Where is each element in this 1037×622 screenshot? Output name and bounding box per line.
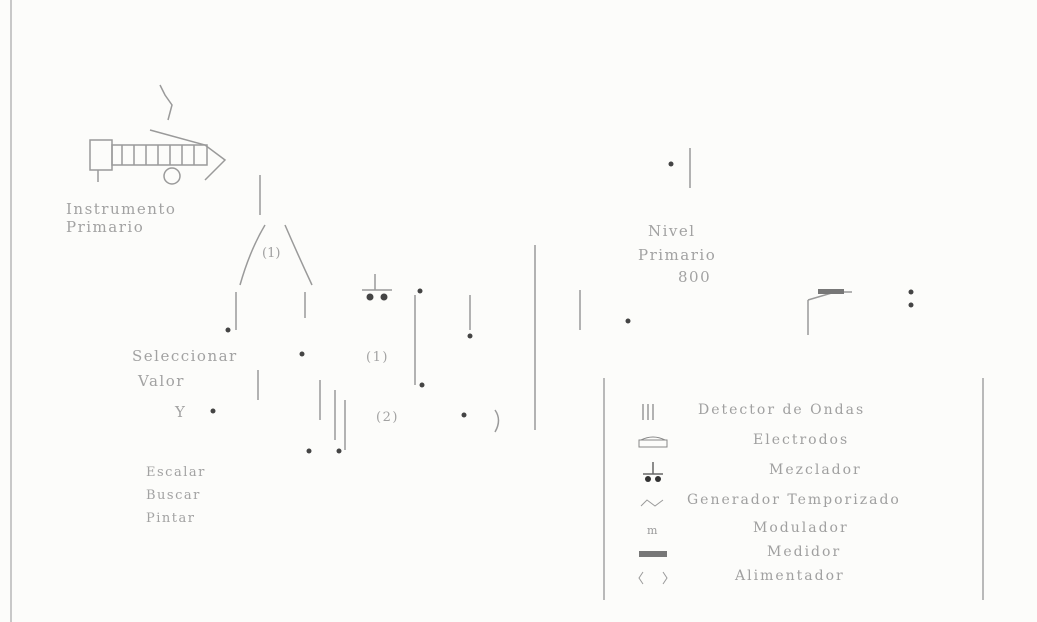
legend-item: Electrodos <box>605 430 982 454</box>
legend-label: Modulador <box>753 520 849 536</box>
legend-item: Detector de Ondas <box>605 400 982 424</box>
marker-left: (1) <box>366 350 389 365</box>
section-b-label-3: Pintar <box>146 511 195 526</box>
ground-icon <box>633 460 673 484</box>
legend: Detector de Ondas Electrodos Mezclador G… <box>603 378 984 600</box>
legend-label: Generador Temporizado <box>687 492 901 508</box>
legend-label: Alimentador <box>735 568 845 584</box>
signal-icon <box>633 490 673 514</box>
right-sub: 800 <box>678 268 711 286</box>
ground-symbol <box>362 274 392 290</box>
section-b-label-2: Buscar <box>146 488 201 503</box>
svg-text:m: m <box>647 524 658 537</box>
m-icon: m <box>633 518 673 542</box>
legend-label: Mezclador <box>769 462 862 478</box>
legend-label: Detector de Ondas <box>698 402 865 418</box>
section-b-label-1: Escalar <box>146 465 206 480</box>
legend-item: Alimentador <box>605 566 982 590</box>
instrument-icon <box>90 85 225 184</box>
svg-text:(1): (1) <box>262 246 280 261</box>
marker-right: (2) <box>376 410 399 425</box>
right-title-2: Primario <box>638 246 716 264</box>
legend-item: Generador Temporizado <box>605 490 982 514</box>
legend-label: Electrodos <box>753 432 849 448</box>
legend-item: Medidor <box>605 542 982 566</box>
section-a-label-2: Valor <box>138 372 185 390</box>
legend-label: Medidor <box>767 544 841 560</box>
band-icon <box>633 542 673 566</box>
y-label: Y <box>175 403 186 421</box>
right-title-1: Nivel <box>648 222 696 240</box>
section-a-label-1: Seleccionar <box>132 347 238 365</box>
bracket-icon <box>633 566 673 590</box>
cylinder-icon <box>633 430 673 454</box>
legend-item: Mezclador <box>605 460 982 484</box>
legend-item: m Modulador <box>605 518 982 542</box>
bars-icon <box>633 400 673 424</box>
